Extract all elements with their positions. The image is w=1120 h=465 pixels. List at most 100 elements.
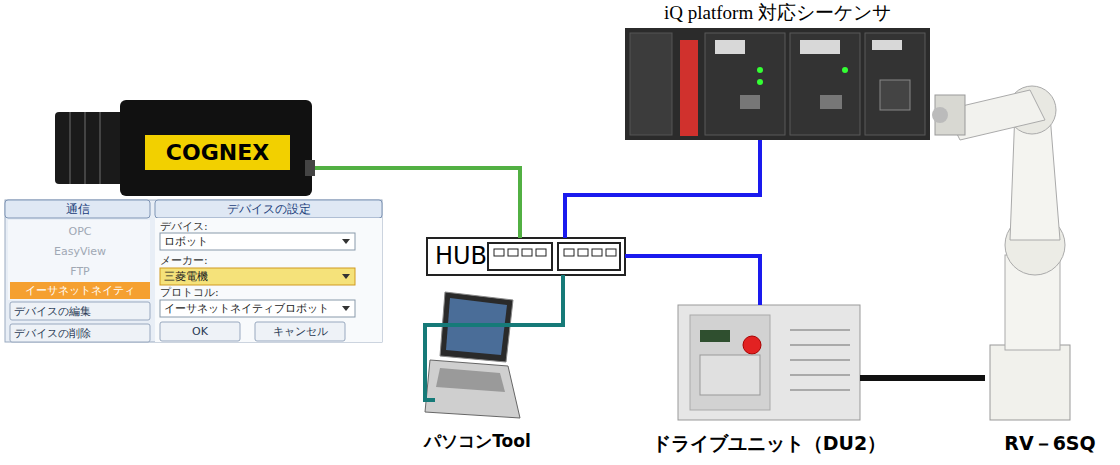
- vision-camera-part: [305, 160, 315, 176]
- network-cable: [425, 275, 563, 400]
- drive-unit-part: [790, 359, 850, 361]
- software-panel-part: [160, 268, 355, 285]
- plc-unit-label: iQ platform 対応シーケンサ: [664, 2, 891, 24]
- drive-unit-part: [700, 330, 730, 342]
- plc-unit: [625, 28, 930, 140]
- vision-camera: [55, 100, 315, 196]
- network-hub-part: [536, 249, 546, 256]
- vision-camera: COGNEX: [55, 95, 315, 200]
- software-panel-part: [155, 218, 382, 342]
- software-panel-part: [155, 200, 382, 218]
- network-hub-part: [522, 249, 532, 256]
- ui-label: イーサネットネイティブロボット: [164, 300, 340, 317]
- ui-label: デバイスの設定: [155, 200, 382, 218]
- software-panel-part: [10, 282, 150, 299]
- drive-unit-part: [743, 336, 761, 354]
- drive-unit-part: [790, 344, 850, 346]
- plc-unit-part: [865, 33, 925, 135]
- network-cable: [860, 375, 985, 381]
- network-hub-part: [592, 249, 602, 256]
- robot-arm: RV－6SQ: [985, 55, 1115, 420]
- plc-unit: iQ platform 対応シーケンサ: [625, 28, 930, 140]
- network-hub: [427, 238, 625, 275]
- plc-unit-part: [790, 33, 860, 135]
- plc-unit-part: [757, 67, 763, 73]
- drive-unit-part: [690, 315, 770, 410]
- plc-unit-part: [820, 95, 842, 109]
- plc-unit-part: [715, 40, 745, 54]
- ui-label: OPC: [12, 222, 148, 240]
- ui-label: キャンセル: [255, 322, 345, 341]
- software-panel-part: [160, 322, 240, 341]
- robot-arm-part: [990, 345, 1070, 420]
- drive-unit: [678, 305, 860, 420]
- software-panel-part: [342, 306, 350, 311]
- plc-unit-part: [705, 33, 785, 135]
- plc-unit-part: [625, 28, 930, 140]
- network-cable: [315, 168, 520, 238]
- ui-label: 通信: [5, 200, 150, 218]
- vision-camera-label: COGNEX: [145, 135, 290, 170]
- ui-label: メーカー:: [160, 253, 310, 267]
- network-hub-part: [578, 249, 588, 256]
- network-hub-label: HUB: [435, 238, 487, 275]
- plc-unit-part: [740, 95, 760, 109]
- robot-arm-label: RV－6SQ: [1004, 433, 1095, 455]
- plc-unit-part: [842, 67, 848, 73]
- laptop-part: [425, 360, 520, 418]
- drive-unit-label: ドライブユニット（DU2）: [652, 433, 886, 455]
- robot-arm-part: [932, 107, 948, 123]
- drive-unit-part: [790, 374, 850, 376]
- software-panel-part: [255, 322, 345, 341]
- vision-camera-part: [145, 135, 290, 170]
- vision-camera-part: [69, 112, 71, 184]
- plc-unit-part: [680, 40, 698, 136]
- ui-label: デバイス:: [160, 219, 310, 233]
- laptop-part: [436, 368, 505, 392]
- plc-unit-part: [757, 79, 763, 85]
- laptop-label: パソコンTool: [424, 432, 531, 452]
- ui-label: ロボット: [164, 233, 340, 250]
- network-cable: [625, 256, 760, 305]
- network-hub-part: [606, 249, 616, 256]
- vision-camera-part: [120, 100, 312, 196]
- ui-label: イーサネットネイティ: [10, 282, 150, 299]
- network-cable: [565, 140, 760, 238]
- ui-label: EasyView: [12, 242, 148, 260]
- software-panel-part: [5, 200, 382, 342]
- ui-label: FTP: [12, 262, 148, 280]
- laptop: パソコンTool: [435, 290, 520, 420]
- drive-unit-part: [790, 389, 850, 391]
- ui-label: デバイスの編集: [14, 302, 150, 320]
- plc-unit-part: [630, 33, 672, 135]
- vision-camera-part: [99, 112, 101, 184]
- software-panel-part: [10, 324, 150, 342]
- software-panel-part: [342, 274, 350, 279]
- network-hub-part: [427, 238, 625, 275]
- ui-label: プロトコル:: [160, 285, 310, 299]
- software-panel-part: [160, 300, 355, 317]
- network-hub-part: [494, 249, 504, 256]
- drive-unit-part: [700, 355, 760, 395]
- plc-unit-part: [800, 40, 840, 54]
- network-hub: HUB: [427, 238, 625, 275]
- ui-label: デバイスの削除: [14, 324, 150, 342]
- software-panel-part: [8, 220, 150, 300]
- drive-unit-part: [790, 329, 850, 331]
- drive-unit-part: [678, 305, 860, 420]
- network-hub-part: [488, 243, 552, 270]
- vision-camera-part: [55, 112, 125, 184]
- drive-unit: ドライブユニット（DU2）: [678, 305, 860, 420]
- plc-unit-part: [872, 40, 902, 50]
- network-hub-part: [564, 249, 574, 256]
- software-panel-part: [342, 239, 350, 244]
- software-panel-part: [160, 233, 355, 250]
- software-panel-part: [5, 200, 150, 218]
- network-hub-part: [558, 243, 620, 270]
- software-panel: [5, 200, 382, 342]
- vision-camera-part: [84, 112, 86, 184]
- laptop: [425, 292, 520, 418]
- network-hub-part: [508, 249, 518, 256]
- software-panel-part: [10, 302, 150, 320]
